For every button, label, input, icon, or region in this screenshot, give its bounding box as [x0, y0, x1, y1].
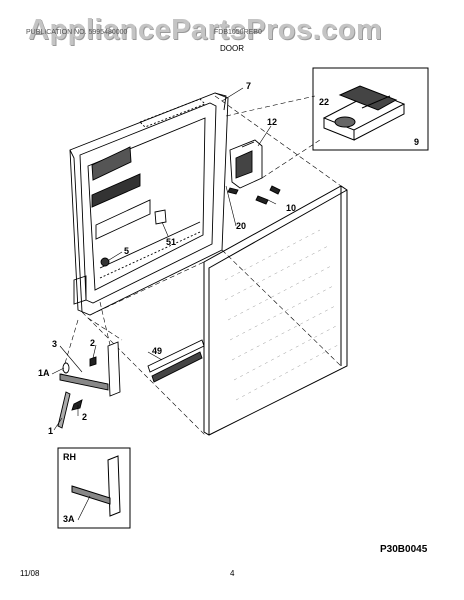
watermark-logo: AppliancePartsPros.com: [28, 14, 383, 46]
callout-2-upper: 2: [90, 338, 96, 348]
callout-3a: 3A: [63, 514, 75, 524]
leader-lines: [51, 87, 277, 431]
callout-49: 49: [152, 346, 163, 356]
callout-2-lower: 2: [82, 412, 88, 422]
outer-door-panel: [203, 185, 348, 436]
dispenser-inset: [312, 67, 429, 151]
callout-1: 1: [48, 426, 54, 436]
rh-hinge-inset: [57, 447, 131, 529]
hardware-parts: [62, 209, 167, 411]
callout-7: 7: [246, 81, 252, 91]
footer-page-number: 4: [230, 569, 235, 578]
spring-strip: [147, 339, 205, 383]
callout-20: 20: [236, 221, 247, 231]
section-title: DOOR: [220, 44, 244, 53]
callout-9: 9: [414, 137, 420, 147]
callout-5: 5: [124, 246, 130, 256]
callout-22: 22: [319, 97, 330, 107]
callout-3: 3: [52, 339, 58, 349]
callout-51: 51: [166, 237, 177, 247]
diagram-code: P30B0045: [380, 544, 428, 555]
callout-12: 12: [267, 117, 278, 127]
footer-date: 11/08: [20, 569, 40, 578]
rh-inset-label: RH: [63, 452, 76, 462]
model-number: FDB1050REB0: [214, 29, 262, 36]
callout-10: 10: [286, 203, 297, 213]
dispenser-mount: [227, 139, 281, 205]
publication-number: PUBLICATION NO. 5995480000: [26, 29, 128, 36]
callout-1a: 1A: [38, 368, 50, 378]
